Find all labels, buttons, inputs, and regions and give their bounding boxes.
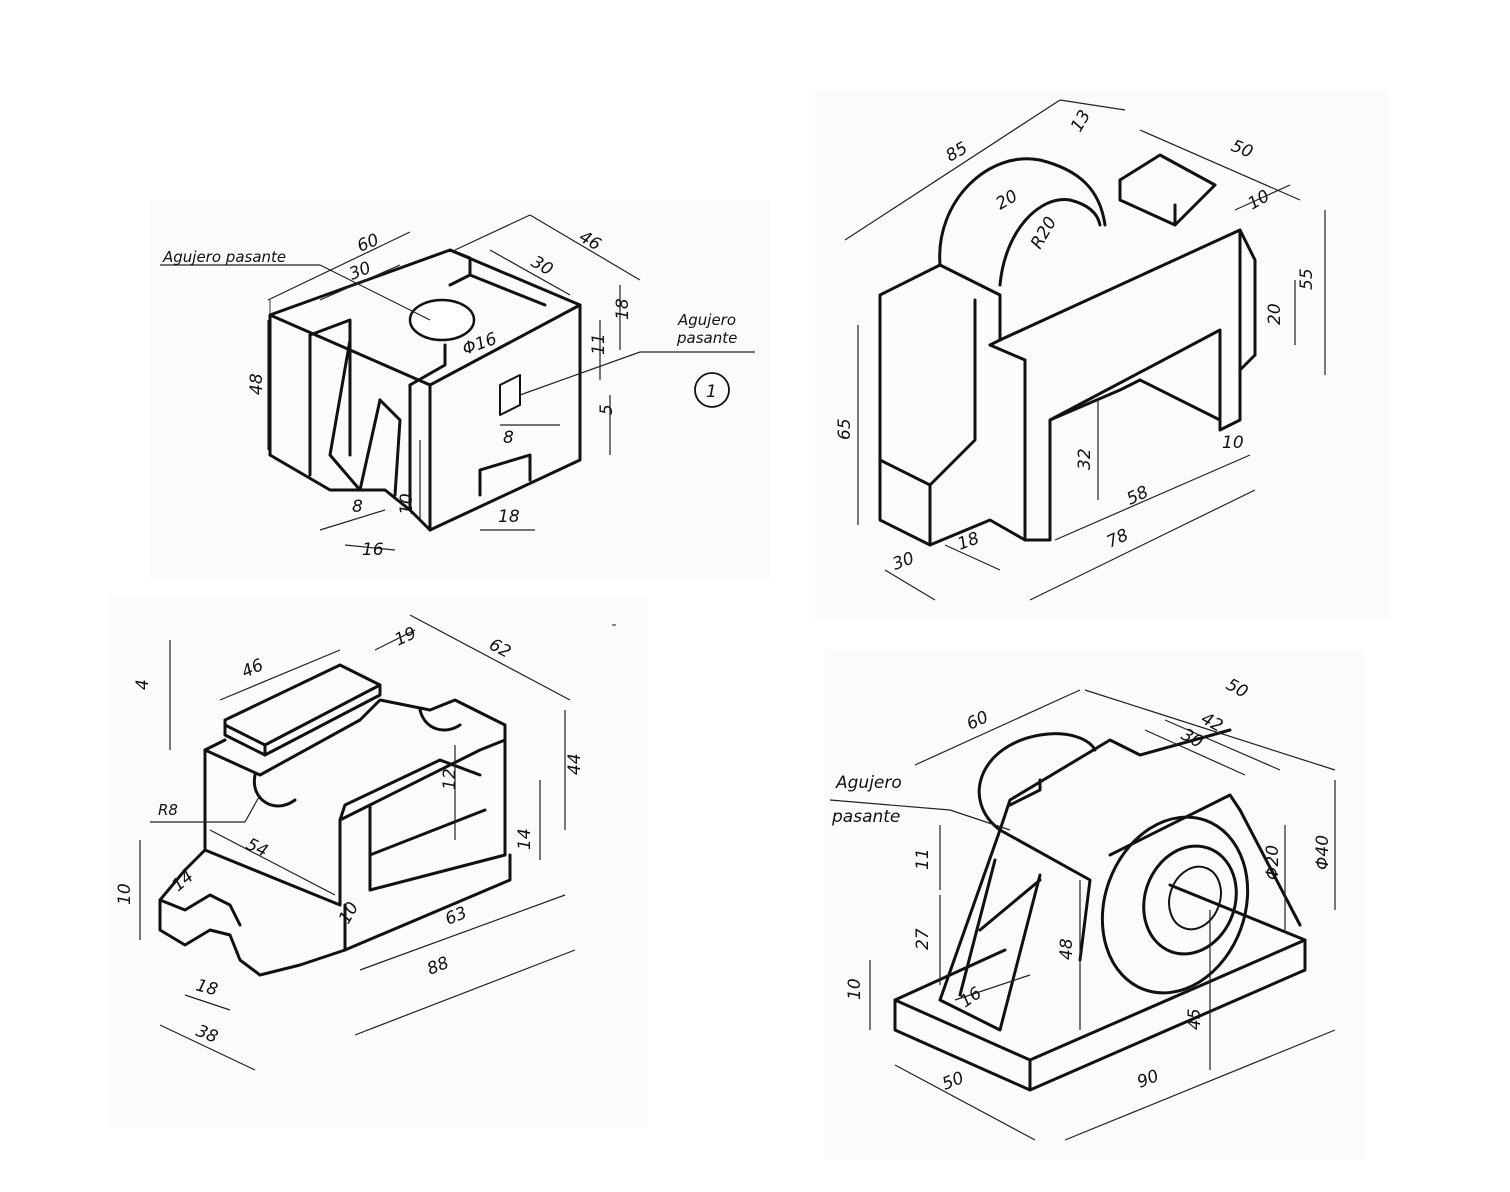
drawing-1-object (268, 248, 582, 532)
panel-2-background (815, 90, 1390, 620)
figure-number-badge: 1 (694, 372, 730, 408)
panel-4-background (825, 650, 1365, 1160)
dim-label: 8 (503, 428, 514, 448)
drawing-2-dim-lines (844, 99, 1326, 601)
dim-label: 4 (133, 679, 153, 690)
dim-label: Φ20 (1263, 845, 1283, 880)
drawing-1: 60 30 46 30 18 11 5 8 48 8 16 10 18 Φ16 … (160, 214, 755, 560)
drawing-1-dim-lines (160, 214, 755, 551)
panel-3-background (108, 598, 648, 1128)
dim-label: 10 (1222, 433, 1244, 453)
figure-number: 1 (706, 382, 717, 402)
dim-label: 65 (835, 418, 855, 440)
through-hole-note-line2: pasante (831, 807, 900, 827)
dim-label: 8 (352, 497, 363, 517)
dim-label: 10 (397, 493, 417, 515)
through-hole-circle (408, 298, 476, 342)
dim-label: 27 (913, 928, 933, 950)
drawing-3: 46 19 62 4 44 12 14 54 10 10 14 63 88 18… (115, 614, 585, 1071)
dim-label: 11 (913, 848, 933, 870)
radius-note: R8 (158, 801, 178, 819)
dim-label: 20 (1265, 303, 1285, 325)
dim-label: 45 (1185, 1008, 1205, 1030)
dim-label: 10 (115, 883, 135, 905)
dim-label: 18 (498, 507, 520, 527)
dim-label: 16 (362, 540, 384, 560)
through-hole-note-line1: Agujero (835, 773, 902, 793)
dim-label: 12 (440, 768, 460, 790)
through-hole-note: Agujero pasante (162, 248, 286, 266)
dim-label: 48 (1057, 938, 1077, 960)
drawing-2-object (878, 153, 1257, 547)
dim-label: 32 (1075, 448, 1095, 470)
dim-label: 14 (515, 828, 535, 850)
dim-label: 11 (589, 333, 609, 355)
dim-label: 48 (247, 373, 267, 395)
scan-speck (612, 624, 616, 626)
dim-label: 5 (597, 404, 617, 415)
dim-label: 18 (613, 298, 633, 320)
dim-label: 10 (845, 978, 865, 1000)
through-hole-note-line1: Agujero (677, 311, 736, 329)
drawing-4-object (893, 728, 1307, 1092)
drawing-3-dim-lines (139, 614, 576, 1071)
dim-label: Φ40 (1313, 835, 1333, 870)
dim-label: 44 (565, 753, 585, 775)
drawing-4-dim-lines (829, 689, 1336, 1141)
drawing-2: 85 13 50 10 20 R20 55 20 65 32 10 58 78 … (835, 99, 1326, 601)
drawing-3-object (158, 663, 512, 977)
dim-label: 55 (1297, 268, 1317, 290)
through-hole-note-line2: pasante (676, 329, 737, 347)
